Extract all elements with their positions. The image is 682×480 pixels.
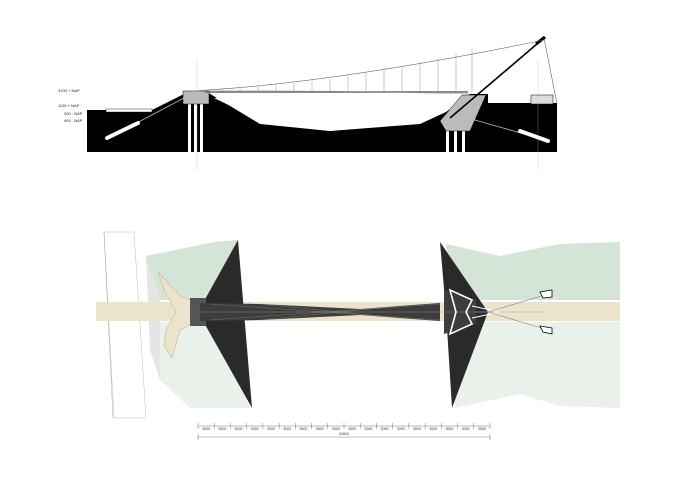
dimension-segment-label: 3000 [283, 427, 291, 431]
plan-cable-upper [487, 293, 549, 313]
abutment-right [439, 94, 487, 132]
level-label-top: 4100 + NAP [58, 88, 80, 93]
level-label-bottom: 400 - NAP [64, 118, 83, 123]
pile-group-left [188, 104, 203, 152]
plan-drawing: 3000 3000 3000 3000 3000 3000 3000 3000 3000 3000… [96, 231, 620, 440]
dimension-segment-label: 3000 [381, 427, 389, 431]
dimension-segment-label: 3000 [251, 427, 259, 431]
anchor-rod-left [105, 121, 140, 140]
anchor-block-upper [539, 289, 553, 299]
pile-group-right [446, 127, 465, 152]
dimension-segment-label: 3000 [348, 427, 356, 431]
elevation-drawing [87, 35, 558, 170]
dimension-segment-label: 3000 [413, 427, 421, 431]
anchor-block-lower [539, 325, 553, 335]
abutment-left [182, 90, 210, 105]
bank-edge-left [105, 108, 153, 113]
road-strip-left [103, 231, 147, 419]
dimension-segment-label: 3000 [364, 427, 372, 431]
dimension-total-label: 54000 [339, 432, 349, 436]
pylon-mast [449, 37, 545, 119]
green-land-right-top [446, 242, 620, 300]
anchor-rod-right [518, 129, 550, 143]
plan-cable-lower [487, 311, 549, 331]
main-cable-top [189, 39, 545, 92]
channel-water [214, 98, 450, 131]
ground-section [87, 92, 557, 152]
dimension-segment-label: 3000 [267, 427, 275, 431]
level-label-deck: 1100 + NAP [58, 103, 80, 108]
dimension-segment-label: 3000 [218, 427, 226, 431]
dimension-labels: 3000 3000 3000 3000 3000 3000 3000 3000 3000 3000… [202, 427, 486, 431]
dimension-segment-label: 3000 [462, 427, 470, 431]
green-land-right-bottom [455, 322, 620, 408]
sail-left [198, 240, 252, 408]
dimension-segment-label: 3000 [429, 427, 437, 431]
pylon-base-right [448, 288, 474, 336]
dimension-segment-label: 3000 [316, 427, 324, 431]
dimension-segment-label: 3000 [397, 427, 405, 431]
road-edge-line [103, 231, 114, 419]
level-label-water: 300 - NAP [64, 111, 83, 116]
dimension-segment-label: 3000 [299, 427, 307, 431]
dimension-segment-label: 3000 [478, 427, 486, 431]
dimension-segment-label: 3000 [332, 427, 340, 431]
hanger-cables [221, 49, 473, 92]
bank-building-right [530, 94, 554, 105]
dimension-segment-label: 3000 [202, 427, 210, 431]
dimension-ticks [197, 423, 491, 440]
dimension-segment-label: 3000 [445, 427, 453, 431]
dimension-segment-label: 3000 [235, 427, 243, 431]
backstay-cable [543, 37, 558, 105]
